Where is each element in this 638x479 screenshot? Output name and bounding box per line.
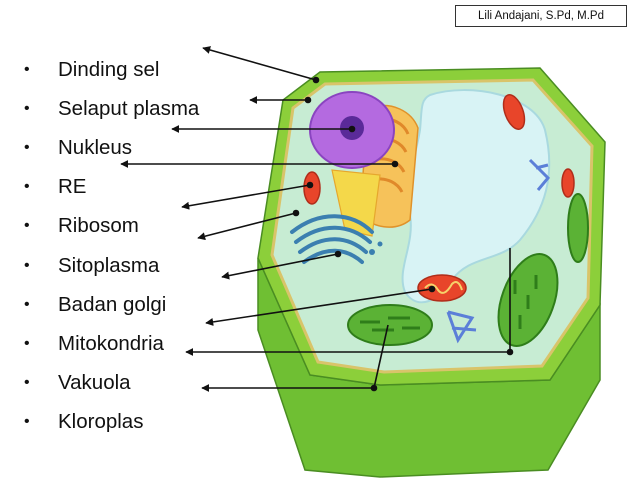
pointer-dinding-sel (203, 48, 316, 80)
chloroplast-bottom-left (348, 305, 432, 345)
mitochondrion-left (304, 172, 320, 204)
chloroplast-upper-right (568, 194, 588, 262)
mitochondrion-right (562, 169, 574, 197)
